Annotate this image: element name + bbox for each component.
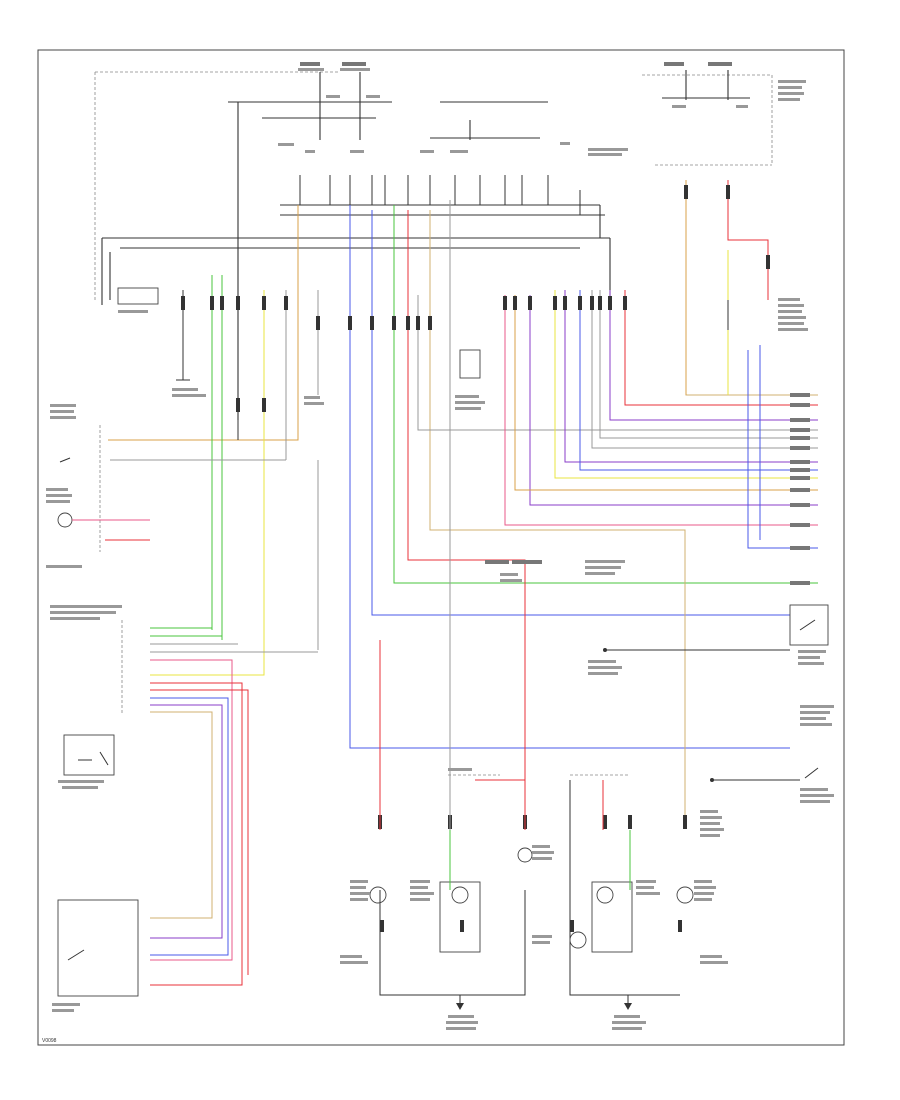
top-labels <box>278 62 806 156</box>
footer-code: V0098 <box>42 1038 57 1044</box>
top-power-feeds <box>94 70 773 420</box>
center-labels <box>455 349 625 582</box>
diagram-frame <box>37 49 845 1046</box>
right-components <box>588 298 834 803</box>
vertical-wires <box>108 180 818 820</box>
lamp-section <box>340 200 728 1030</box>
connector-stubs <box>181 185 770 932</box>
junction-bus <box>101 175 611 305</box>
left-components <box>46 287 324 1012</box>
left-wires <box>110 275 319 676</box>
